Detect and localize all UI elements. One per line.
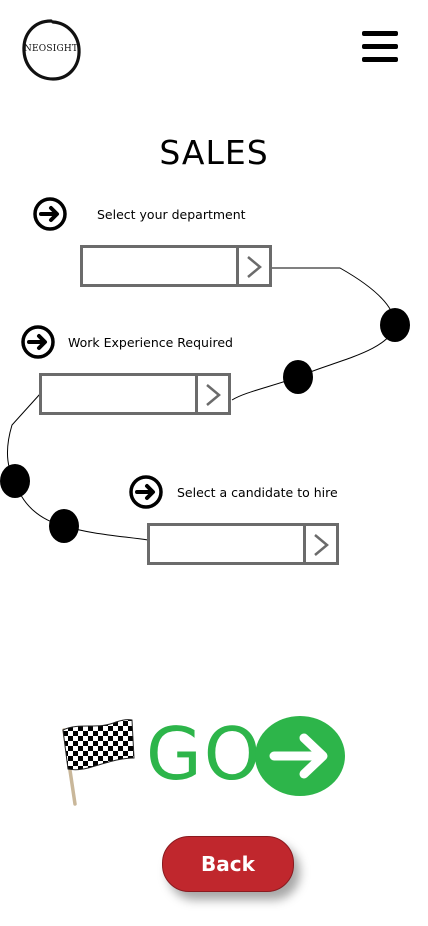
chevron-right-icon [247,256,262,278]
path-dot [49,509,79,543]
step-label-department: Select your department [97,207,246,222]
arrow-right-circle-icon [21,325,55,359]
arrow-right-circle-icon [129,475,163,509]
go-button[interactable] [254,715,346,797]
checkered-flag-icon [62,719,135,806]
path-dot [0,464,30,498]
arrow-right-circle-icon [33,197,67,231]
logo-ring-icon [22,19,81,81]
select-divider [236,248,239,284]
menu-button[interactable] [362,31,400,65]
step-label-candidate: Select a candidate to hire [177,485,338,500]
path-dot [283,360,313,394]
arrow-right-circle-icon [255,716,345,796]
department-select[interactable] [80,245,272,287]
chevron-right-icon [206,384,221,406]
select-divider [303,526,306,562]
logo-text: NEOSIGHT [23,44,79,54]
page-title: SALES [159,133,269,172]
path-dot [380,308,410,342]
select-divider [195,376,198,412]
experience-select[interactable] [39,373,231,415]
candidate-select[interactable] [147,523,339,565]
go-label[interactable]: GO [146,712,263,796]
back-button[interactable]: Back [162,836,294,892]
chevron-right-icon [314,534,329,556]
brand-logo[interactable]: NEOSIGHT [20,18,82,82]
menu-icon [362,31,400,65]
step-label-experience: Work Experience Required [68,335,233,350]
